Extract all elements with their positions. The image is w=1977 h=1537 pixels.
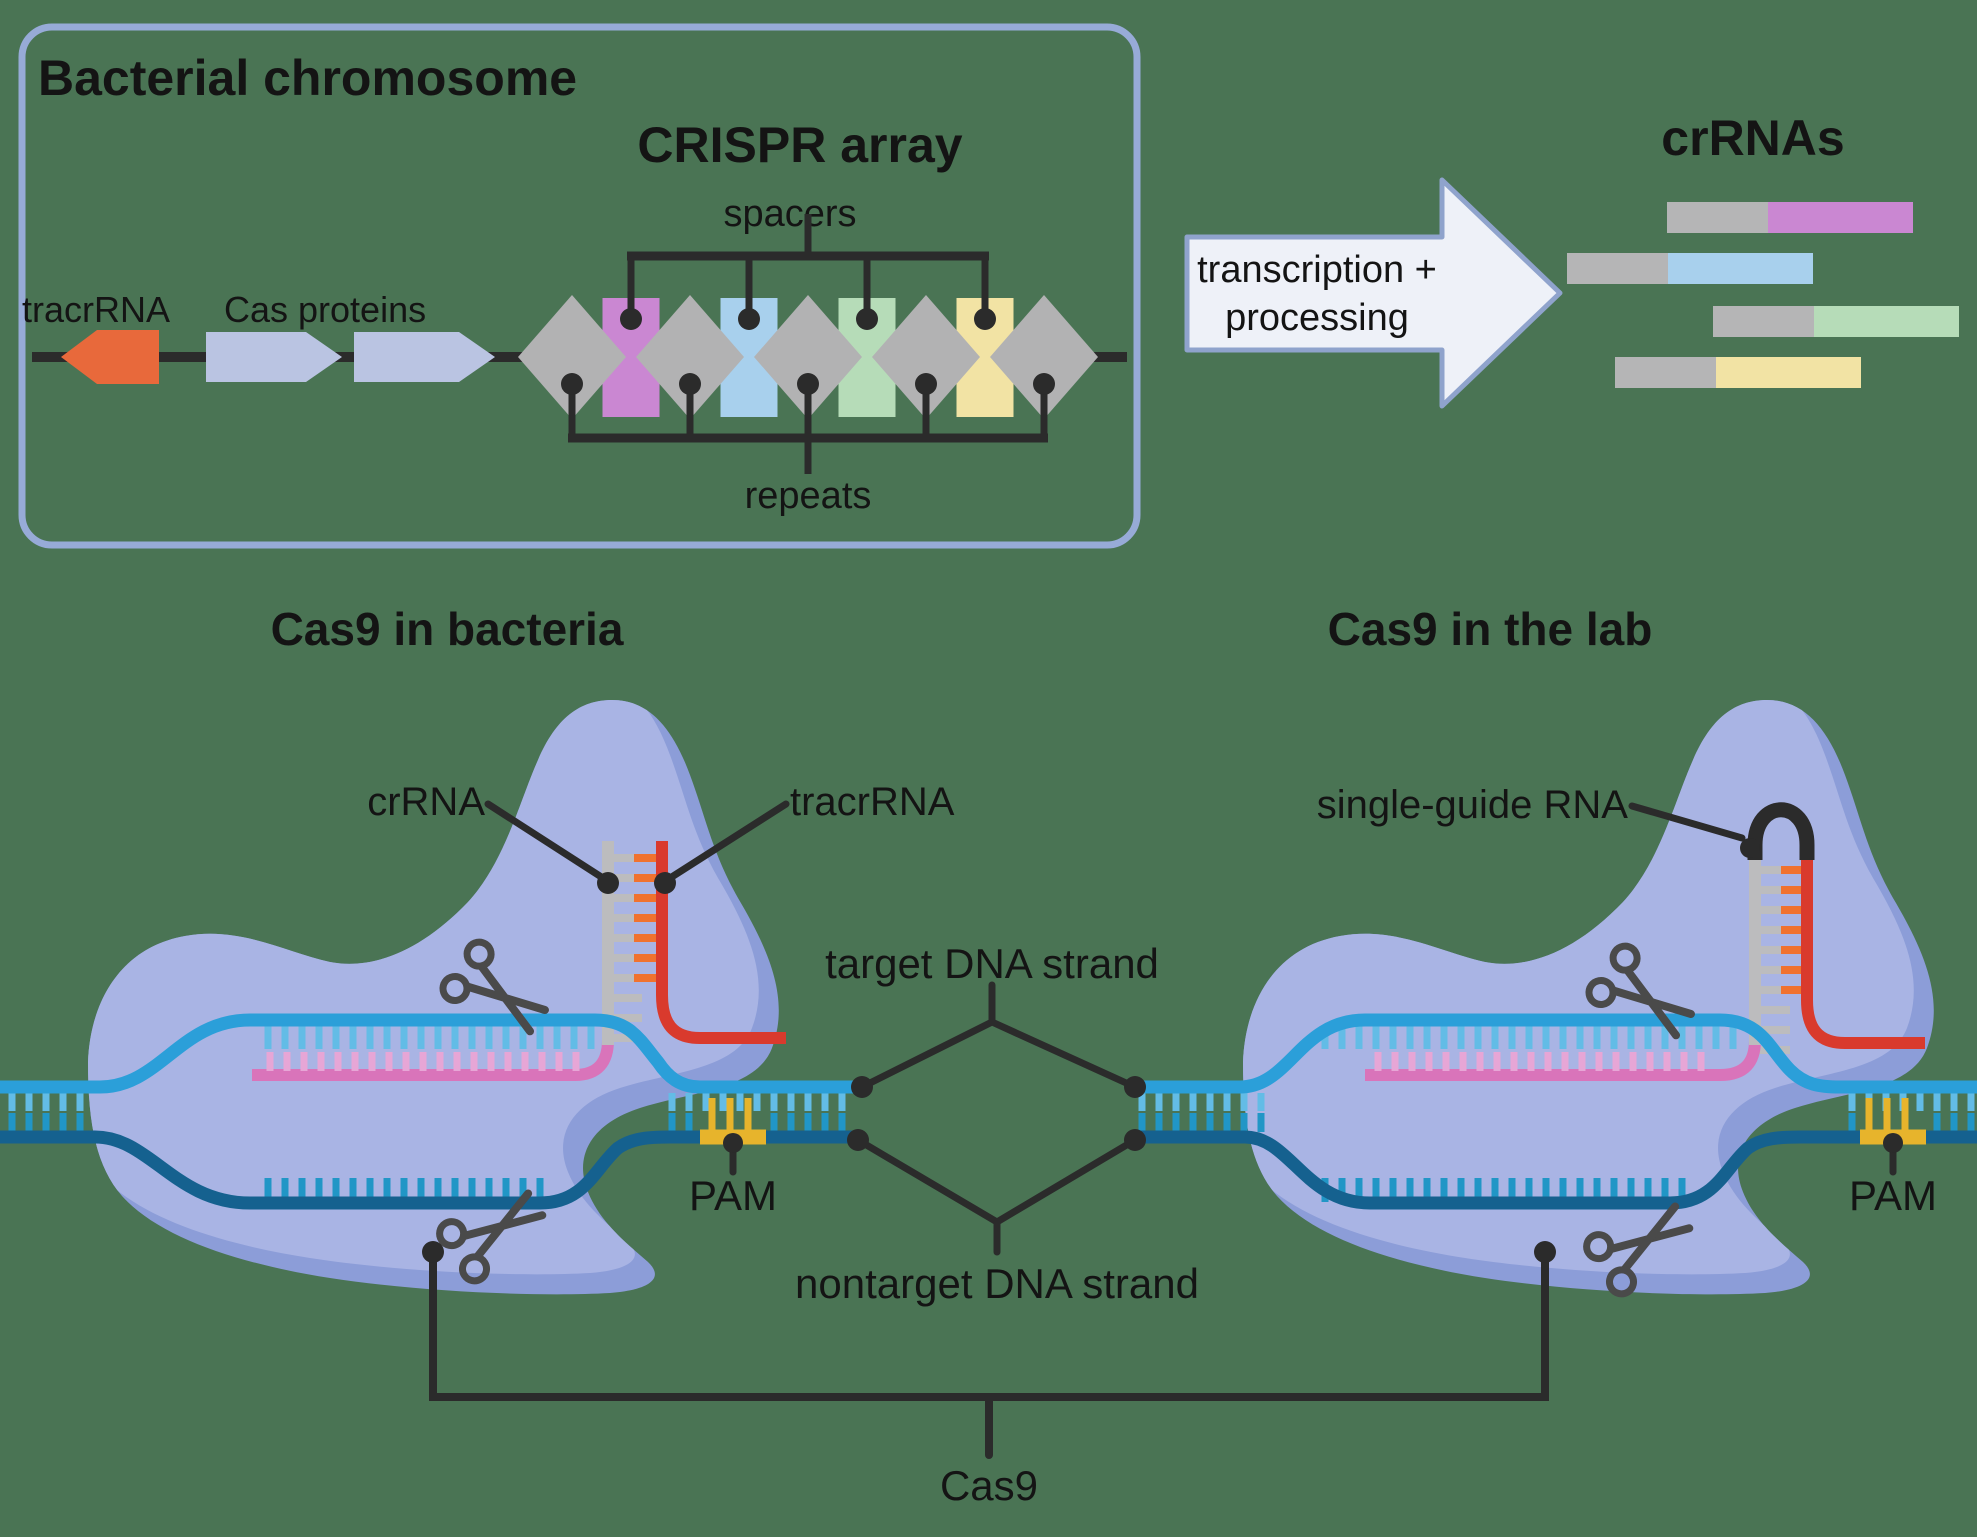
dna-left-piece bbox=[0, 1013, 1975, 1210]
cas-proteins-label: Cas proteins bbox=[224, 289, 426, 330]
process-arrow-line2: processing bbox=[1225, 297, 1409, 339]
callout-dots bbox=[422, 872, 1903, 1263]
crispr-array bbox=[518, 295, 1098, 419]
spacer-pin-dots bbox=[620, 308, 996, 330]
pam-label-right: PAM bbox=[1849, 1172, 1937, 1219]
repeat-diamond bbox=[872, 295, 980, 419]
repeats-label: repeats bbox=[745, 475, 872, 517]
repeats-bracket bbox=[568, 384, 1048, 474]
repeat-diamond bbox=[636, 295, 744, 419]
cas-gene-arrow-2 bbox=[354, 332, 495, 382]
process-arrow-line1: transcription + bbox=[1197, 249, 1437, 291]
crrna-bar-4 bbox=[1615, 357, 1861, 388]
cas9-label: Cas9 bbox=[940, 1462, 1038, 1509]
target-dna-strand-left bbox=[0, 1013, 862, 1094]
callout-lines bbox=[429, 800, 1897, 1459]
bacterial-chromosome-box: Bacterial chromosome CRISPR array spacer… bbox=[18, 23, 1141, 549]
tracrrna-strand bbox=[656, 841, 786, 1044]
crrna-spacer-pink-strand bbox=[252, 1039, 614, 1081]
target-dna-strand-right bbox=[1135, 1013, 1977, 1094]
crrna-bar-1 bbox=[1667, 202, 1913, 233]
sgrna-callout-label: single-guide RNA bbox=[1317, 783, 1629, 827]
pam-label-left: PAM bbox=[689, 1172, 777, 1219]
sgrna-tracrrna-part bbox=[1801, 855, 1925, 1049]
process-arrow: transcription + processing bbox=[1184, 177, 1563, 409]
repeat-diamond bbox=[990, 295, 1098, 419]
crrna-bar-2 bbox=[1567, 253, 1813, 284]
bacteria-panel-title: Cas9 in bacteria bbox=[271, 603, 624, 655]
box-outline bbox=[18, 23, 1141, 549]
crrna-tracrrna-duplex-left bbox=[252, 841, 786, 1081]
nontarget-dna-strand-right bbox=[1135, 1130, 1977, 1210]
tracrrna-gene-label: tracrRNA bbox=[22, 289, 170, 330]
repeat-diamond bbox=[518, 295, 626, 419]
nontarget-dna-strand-left bbox=[0, 1130, 858, 1210]
sgrna-duplex-right bbox=[1365, 802, 1925, 1081]
spacers-bracket bbox=[627, 214, 989, 317]
tracrrna-callout-label: tracrRNA bbox=[790, 780, 955, 824]
crrna-callout-label: crRNA bbox=[367, 780, 485, 824]
crrnas-title: crRNAs bbox=[1661, 110, 1844, 166]
cas-gene-arrow-1 bbox=[206, 332, 342, 382]
repeat-diamond bbox=[754, 295, 862, 419]
nontarget-strand-label: nontarget DNA strand bbox=[795, 1260, 1199, 1307]
tracrrna-gene-arrow bbox=[61, 330, 159, 384]
sgrna-callout-dot bbox=[1740, 838, 1760, 858]
sgrna-spacer-pink-strand bbox=[1365, 1039, 1761, 1081]
repeat-diamonds bbox=[518, 295, 1098, 419]
crrna-bar-3 bbox=[1713, 306, 1959, 337]
crispr-array-title: CRISPR array bbox=[637, 117, 962, 173]
box-title: Bacterial chromosome bbox=[38, 50, 577, 106]
repeat-pin-dots bbox=[561, 373, 1055, 395]
sgrna-loop bbox=[1747, 802, 1815, 860]
crrnas-group: crRNAs bbox=[1567, 110, 1959, 388]
spacers-label: spacers bbox=[723, 193, 856, 235]
right-arrow-icon bbox=[1184, 177, 1563, 409]
target-strand-label: target DNA strand bbox=[825, 940, 1159, 987]
lab-panel-title: Cas9 in the lab bbox=[1328, 603, 1653, 655]
